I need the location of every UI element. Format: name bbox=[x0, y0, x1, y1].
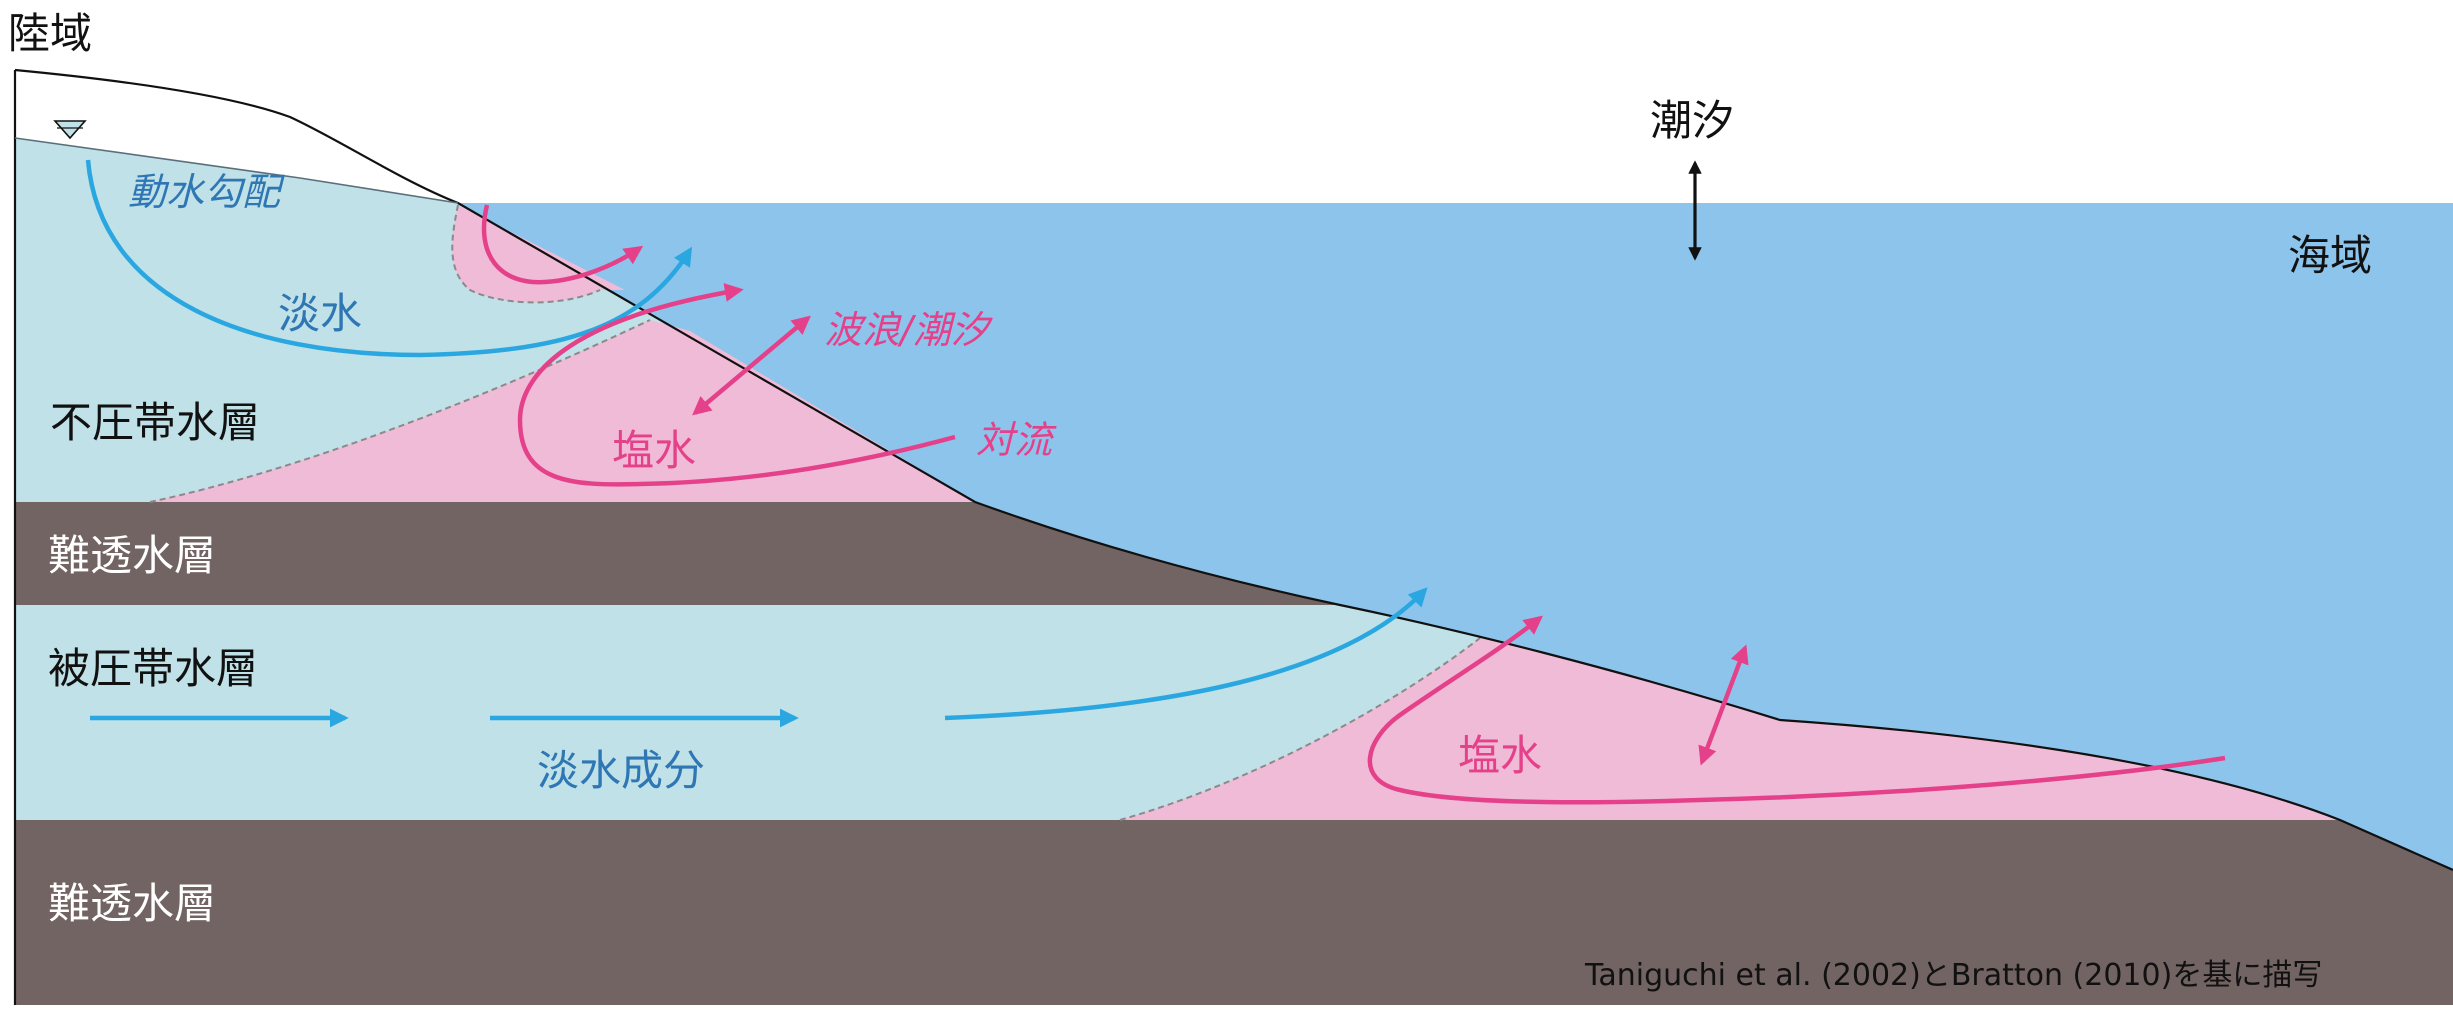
freshwater-upper-label: 淡水 bbox=[278, 289, 362, 338]
tide-label: 潮汐 bbox=[1650, 96, 1734, 145]
lower-convection-flow-arrow bbox=[1367, 615, 2226, 805]
lower-interface-line bbox=[1119, 637, 1481, 821]
upper-interface-line bbox=[149, 319, 651, 503]
nearshore-saltwater-arrow bbox=[481, 204, 644, 285]
land-surface-line bbox=[14, 68, 2453, 872]
wave-tide-label: 波浪/潮汐 bbox=[824, 308, 994, 352]
upper-convection-flow-arrow bbox=[517, 283, 956, 487]
upper-saltwater-lens bbox=[452, 205, 625, 303]
upper-saltwater-wedge bbox=[150, 320, 975, 502]
lower-wave-tide-double-arrow bbox=[1698, 644, 1749, 766]
confined-aquifer-label: 被圧帯水層 bbox=[48, 644, 258, 693]
water-table-line bbox=[14, 137, 459, 204]
upper-aquitard bbox=[15, 502, 1340, 605]
saltwater-lower-label: 塩水 bbox=[1458, 731, 1542, 780]
upper-wave-tide-double-arrow bbox=[692, 315, 811, 416]
land-label: 陸域 bbox=[8, 9, 92, 58]
sea-region bbox=[458, 203, 2453, 870]
sea-label: 海域 bbox=[2288, 231, 2372, 280]
convection-label: 対流 bbox=[976, 418, 1057, 462]
saltwater-upper-label: 塩水 bbox=[612, 426, 696, 475]
upper-freshwater-flow-arrow bbox=[85, 159, 693, 358]
credit-label: Taniguchi et al. (2002)とBratton (2010)を基… bbox=[1584, 958, 2322, 993]
unconfined-aquifer-label: 不圧帯水層 bbox=[50, 398, 260, 447]
lower-aquitard-label: 難透水層 bbox=[48, 879, 216, 928]
upper-aquitard-label: 難透水層 bbox=[48, 531, 216, 580]
fresh-component-arrow-3 bbox=[944, 587, 1428, 721]
fresh-component-label: 淡水成分 bbox=[537, 746, 705, 795]
lower-aquitard bbox=[15, 820, 2453, 1005]
hydraulic-gradient-label: 動水勾配 bbox=[128, 170, 285, 214]
inverted-triangle-icon bbox=[53, 120, 87, 140]
